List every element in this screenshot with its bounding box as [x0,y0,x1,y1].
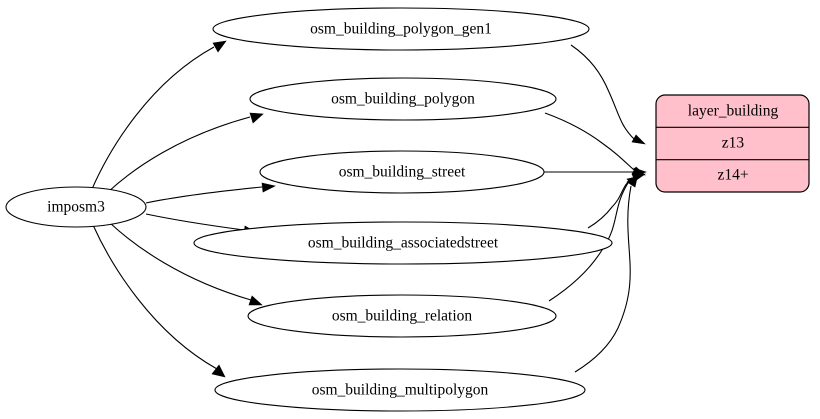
node-osm_building_relation[interactable]: osm_building_relation [247,294,557,338]
node-osm_building_polygon[interactable]: osm_building_polygon [249,77,557,121]
layer-building-title: layer_building [688,103,779,120]
edge-osm_building_polygon_gen1-to-layer_building-z13[interactable] [570,44,646,145]
edge-osm_building_multipolygon-to-layer_building-z14plus[interactable] [574,173,639,373]
node-osm_building_multipolygon[interactable]: osm_building_multipolygon [214,368,586,412]
edge-osm_building_polygon-to-layer_building-z14plus[interactable] [544,112,646,176]
layer-building-box[interactable] [655,94,810,193]
edge-osm_building_associatedstreet-to-layer_building-z14plus[interactable] [587,173,646,229]
edge-imposm3-to-osm_building_polygon[interactable] [107,112,264,193]
edge-group-tables-to-layer [544,44,647,373]
node-osm_building_associatedstreet[interactable]: osm_building_associatedstreet [193,221,613,265]
edge-imposm3-to-osm_building_multipolygon[interactable] [92,224,226,378]
node-osm_building_street-label: osm_building_street [339,164,466,181]
node-imposm3-label: imposm3 [47,199,105,216]
edge-osm_building_street-to-layer_building-z14plus[interactable] [544,167,647,177]
node-osm_building_multipolygon-label: osm_building_multipolygon [312,382,489,399]
node-osm_building_polygon_gen1[interactable]: osm_building_polygon_gen1 [212,7,590,51]
edge-imposm3-to-osm_building_street[interactable] [145,182,276,204]
node-osm_building_associatedstreet-label: osm_building_associatedstreet [308,235,499,252]
edge-imposm3-to-osm_building_polygon_gen1[interactable] [91,40,227,190]
node-imposm3[interactable]: imposm3 [5,186,147,228]
node-osm_building_polygon_gen1-label: osm_building_polygon_gen1 [310,21,492,38]
edge-imposm3-to-osm_building_relation[interactable] [109,222,263,306]
node-layer_building[interactable]: layer_building z13 z14+ [655,94,810,193]
layer-building-row-z14plus[interactable]: z14+ [717,167,748,184]
layer-building-row-z13[interactable]: z13 [722,135,745,152]
node-osm_building_polygon-label: osm_building_polygon [331,91,475,108]
node-osm_building_street[interactable]: osm_building_street [259,150,545,194]
node-osm_building_relation-label: osm_building_relation [332,308,473,325]
